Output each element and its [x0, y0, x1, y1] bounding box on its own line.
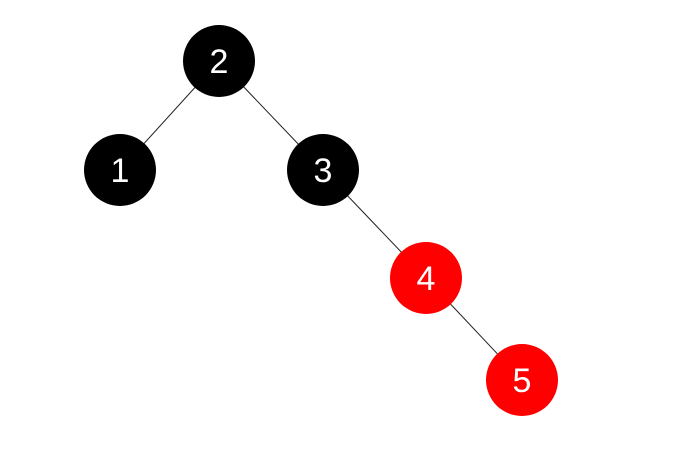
- tree-node-circle-red: [486, 344, 558, 416]
- tree-node-circle-black: [183, 25, 255, 97]
- tree-node-3: 3: [287, 134, 359, 206]
- tree-node-circle-black: [84, 134, 156, 206]
- tree-node-label: 4: [417, 260, 436, 298]
- tree-node-label: 3: [314, 152, 333, 190]
- tree-node-label: 2: [210, 43, 229, 81]
- tree-node-label: 1: [111, 152, 130, 190]
- tree-node-circle-red: [390, 242, 462, 314]
- tree-node-2: 2: [183, 25, 255, 97]
- tree-node-5: 5: [486, 344, 558, 416]
- tree-node-4: 4: [390, 242, 462, 314]
- tree-node-1: 1: [84, 134, 156, 206]
- tree-node-circle-black: [287, 134, 359, 206]
- tree-node-label: 5: [513, 362, 532, 400]
